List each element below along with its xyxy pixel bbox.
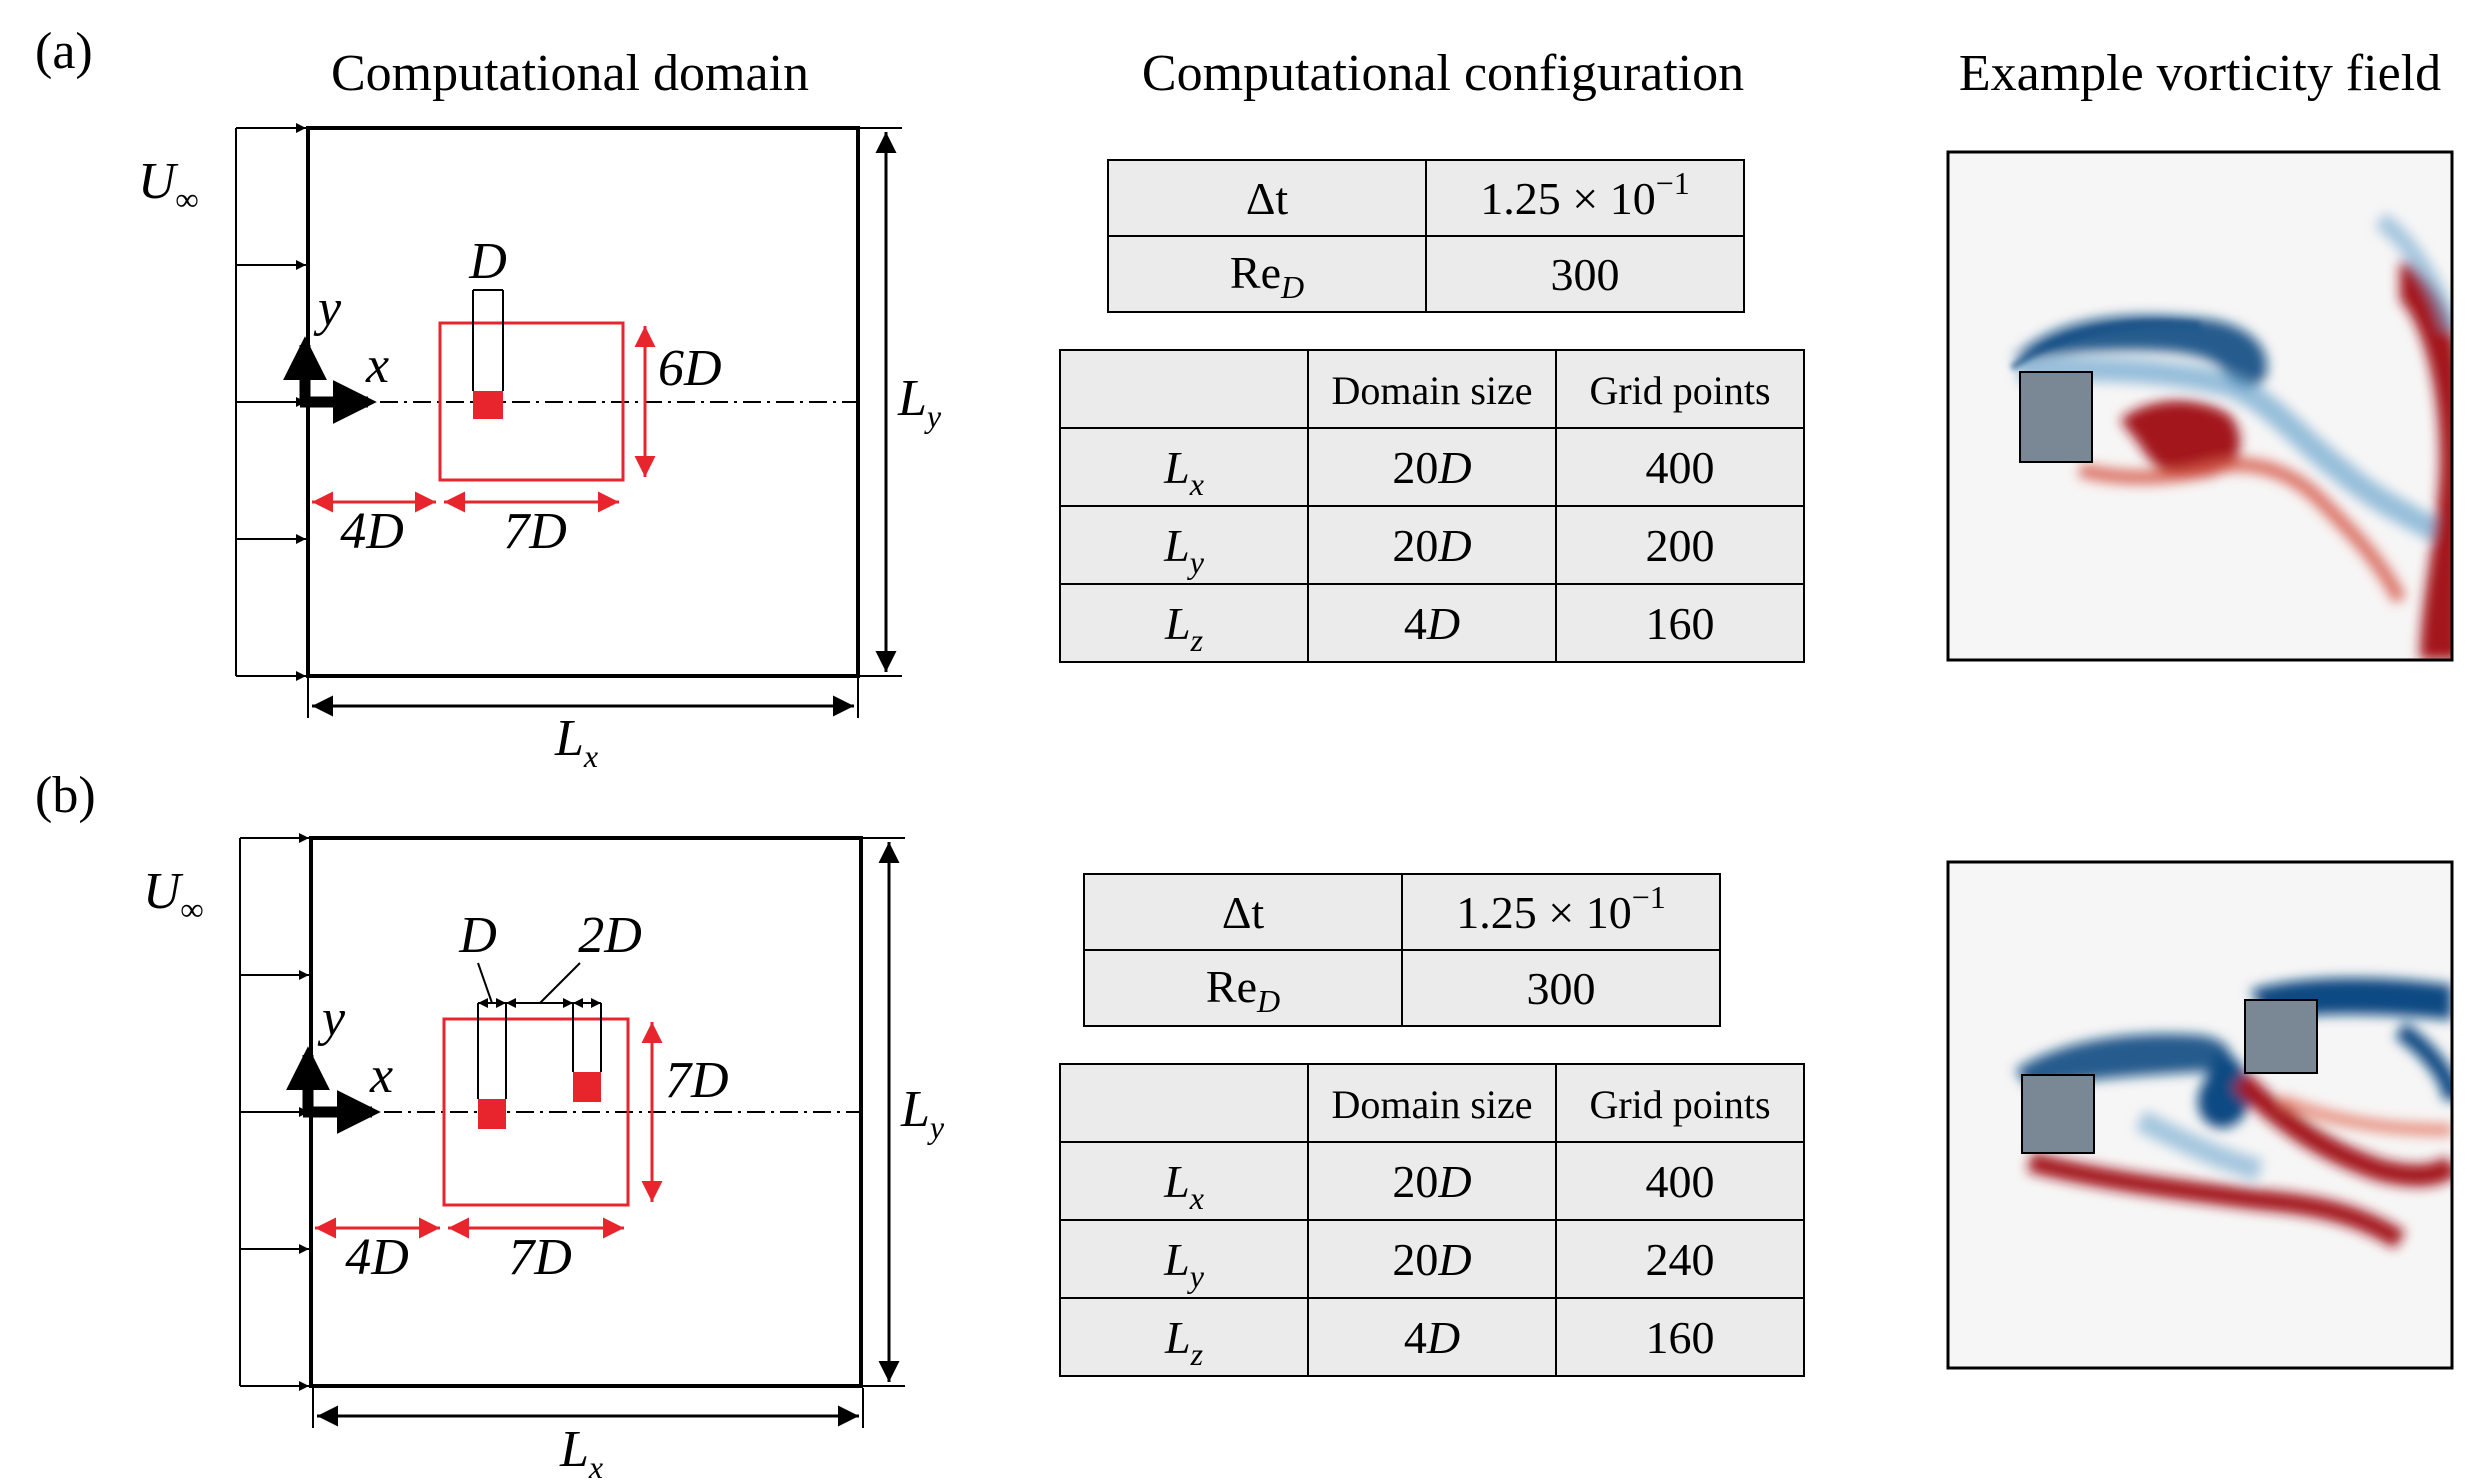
re-label-a: ReD	[1230, 247, 1304, 305]
lx-label-b: Lx	[559, 1421, 603, 1483]
dt-value-a: 1.25 × 10−1	[1480, 165, 1690, 224]
row-size-a-1: 20D	[1392, 520, 1471, 571]
axis-x-label-b: x	[369, 1047, 393, 1104]
parameter-table-a	[1107, 159, 1745, 313]
header-grid-points-a: Grid points	[1589, 368, 1770, 413]
window-length-label-a: 7D	[503, 503, 567, 560]
panel-label-b: (b)	[35, 767, 96, 824]
body-a	[2019, 371, 2093, 463]
window-height-label-b: 7D	[665, 1052, 729, 1109]
window-length-label-b: 7D	[508, 1229, 572, 1286]
ly-label-b: Ly	[900, 1081, 945, 1145]
row-size-a-2: 4D	[1404, 598, 1460, 649]
parameter-table-b	[1083, 873, 1721, 1027]
cylinder-diameter-label-a: D	[468, 233, 507, 290]
panel-b: (b) U∞ y x D	[35, 767, 2454, 1483]
upstream-label-a: 4D	[340, 503, 404, 560]
coordinate-axes-b	[286, 1046, 381, 1134]
title-example-vorticity-field: Example vorticity field	[1959, 45, 2441, 102]
row-dir-b-1: Ly	[1163, 1234, 1205, 1294]
dt-label-a: Δt	[1246, 173, 1289, 224]
inflow-velocity-label-a: U∞	[138, 153, 198, 217]
measurement-window-a	[438, 321, 625, 482]
axis-x-label-a: x	[365, 337, 389, 394]
lx-label-a: Lx	[554, 710, 598, 774]
title-computational-configuration: Computational configuration	[1142, 45, 1744, 102]
vorticity-field-b	[1946, 860, 2454, 1370]
header-domain-size-b: Domain size	[1331, 1082, 1532, 1127]
axis-y-label-a: y	[313, 280, 342, 337]
inflow-velocity-label-b: U∞	[143, 863, 203, 927]
row-size-b-0: 20D	[1392, 1156, 1471, 1207]
row-dir-a-1: Ly	[1163, 520, 1205, 580]
re-value-a: 300	[1551, 249, 1620, 300]
row-size-b-1: 20D	[1392, 1234, 1471, 1285]
panel-a: (a) U∞ y x D 6D	[35, 23, 2454, 774]
grid-table-a	[1059, 349, 1805, 663]
coordinate-axes-a	[283, 336, 377, 424]
row-points-a-0: 400	[1646, 442, 1715, 493]
panel-label-a: (a)	[35, 23, 93, 80]
body-1-b	[2021, 1074, 2095, 1154]
inflow-profile-a	[235, 123, 306, 681]
ly-label-a: Ly	[897, 370, 942, 434]
vorticity-field-a	[1946, 150, 2454, 662]
header-grid-points-b: Grid points	[1589, 1082, 1770, 1127]
row-dir-b-0: Lx	[1163, 1156, 1204, 1216]
upstream-label-b: 4D	[345, 1229, 409, 1286]
row-points-b-2: 160	[1646, 1312, 1715, 1363]
re-value-b: 300	[1527, 963, 1596, 1014]
row-dir-a-2: Lz	[1164, 598, 1204, 658]
row-dir-a-0: Lx	[1163, 442, 1204, 502]
dt-value-b: 1.25 × 10−1	[1456, 879, 1666, 938]
measurement-window-b	[442, 1017, 630, 1207]
dt-label-b: Δt	[1222, 887, 1265, 938]
row-points-b-1: 240	[1646, 1234, 1715, 1285]
row-size-b-2: 4D	[1404, 1312, 1460, 1363]
re-label-b: ReD	[1206, 961, 1280, 1019]
row-size-a-0: 20D	[1392, 442, 1471, 493]
row-points-a-2: 160	[1646, 598, 1715, 649]
cylinder-2-b	[573, 1072, 601, 1102]
cylinder-a	[473, 391, 503, 419]
inflow-profile-b	[239, 833, 309, 1391]
window-height-label-a: 6D	[658, 340, 722, 397]
header-domain-size-a: Domain size	[1331, 368, 1532, 413]
axis-y-label-b: y	[317, 990, 346, 1047]
title-computational-domain: Computational domain	[331, 45, 809, 102]
gap-label-b: 2D	[578, 907, 642, 964]
row-points-a-1: 200	[1646, 520, 1715, 571]
cylinder-1-b	[478, 1099, 506, 1129]
row-dir-b-2: Lz	[1164, 1312, 1204, 1372]
row-points-b-0: 400	[1646, 1156, 1715, 1207]
body-2-b	[2244, 999, 2318, 1074]
cylinder-diameter-label-b: D	[458, 907, 497, 964]
grid-table-b	[1059, 1063, 1805, 1377]
